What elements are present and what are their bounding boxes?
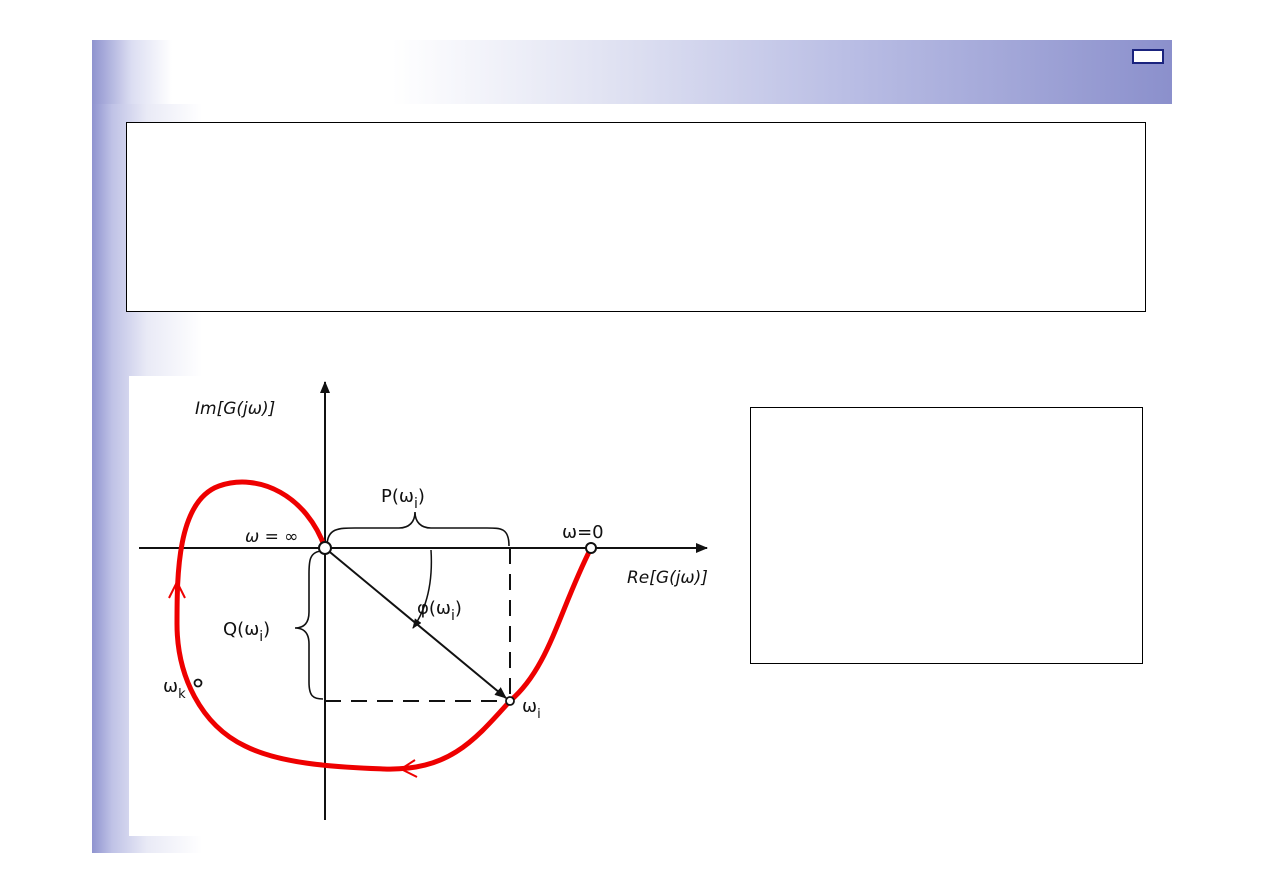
origin-point <box>318 541 332 555</box>
phi-label-end: ) <box>455 598 462 619</box>
p-label: P(ωi) <box>381 486 425 512</box>
q-label-end: ) <box>263 619 270 640</box>
p-label-base: P(ω <box>381 486 414 507</box>
p-label-sub: i <box>414 496 418 512</box>
slide: Im[G(jω)] Re[G(jω)] ω = ∞ ω=0 ωi ωk P(ωi… <box>92 40 1172 853</box>
omega-i-sub: i <box>537 707 541 722</box>
omega-k-sub: k <box>178 687 186 702</box>
omega-infinity-label: ω = ∞ <box>245 527 298 547</box>
omega-zero-point <box>585 542 597 554</box>
p-label-end: ) <box>418 486 425 507</box>
q-brace <box>294 550 324 700</box>
nyquist-svg: Im[G(jω)] Re[G(jω)] ω = ∞ ω=0 ωi ωk P(ωi… <box>139 381 708 820</box>
right-text-box <box>750 407 1143 664</box>
phi-label-sub: i <box>451 608 455 624</box>
real-axis-label: Re[G(jω)] <box>627 568 708 588</box>
omega-k-label: ωk <box>163 676 186 702</box>
phi-label-base: φ(ω <box>417 598 451 619</box>
curve-direction-left <box>168 579 186 599</box>
q-label-sub: i <box>259 629 263 645</box>
omega-zero-label: ω=0 <box>562 522 604 543</box>
curve-direction-bottom <box>398 759 418 778</box>
q-label: Q(ωi) <box>223 619 270 645</box>
p-brace <box>326 511 510 547</box>
nyquist-diagram: Im[G(jω)] Re[G(jω)] ω = ∞ ω=0 ωi ωk P(ωi… <box>129 376 719 836</box>
q-label-base: Q(ω <box>223 619 259 640</box>
omega-i-point <box>505 696 515 706</box>
omega-k-point <box>193 678 203 688</box>
imaginary-axis-label: Im[G(jω)] <box>195 399 275 419</box>
omega-i-label: ωi <box>522 696 541 722</box>
slide-number-box <box>1132 49 1164 64</box>
omega-k-base: ω <box>163 676 178 697</box>
top-text-box <box>126 122 1146 312</box>
phi-label: φ(ωi) <box>417 598 462 624</box>
header-band <box>92 40 1172 104</box>
phase-angle-arc <box>412 549 433 629</box>
omega-i-base: ω <box>522 696 537 717</box>
